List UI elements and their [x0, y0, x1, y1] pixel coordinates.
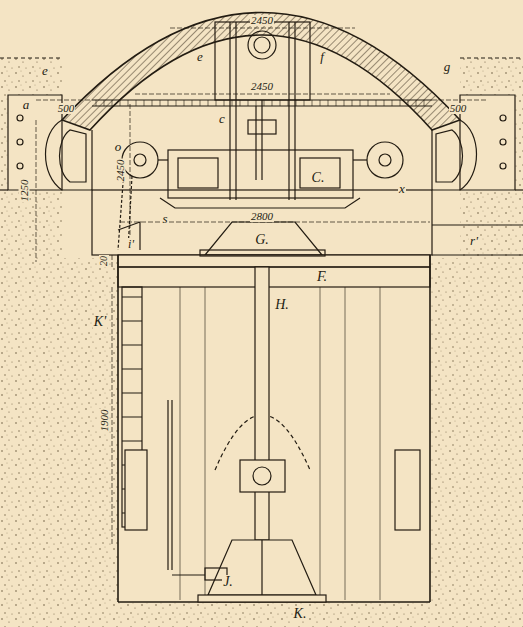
dimension: 500: [57, 103, 76, 114]
rail-tooth: [152, 100, 153, 106]
part-letter: K': [93, 315, 107, 329]
part-letter: F.: [316, 270, 328, 284]
part-letter: G.: [254, 233, 270, 247]
rail-tooth: [192, 100, 193, 106]
ladder-rung: [122, 393, 142, 394]
part-letter: e: [196, 50, 204, 63]
rail-tooth: [112, 100, 113, 106]
part-letter: J.: [222, 575, 234, 589]
rail-tooth: [312, 100, 313, 106]
dimension: 2450: [250, 81, 274, 92]
rail-tooth: [144, 100, 145, 106]
rail-tooth: [176, 100, 177, 106]
part-letter: c: [218, 112, 226, 125]
part-letter: s: [161, 212, 168, 225]
dimension: 2800: [250, 211, 274, 222]
rail-tooth: [368, 100, 369, 106]
part-letter: e: [41, 64, 49, 77]
part-letter: g: [443, 60, 452, 73]
rail-tooth: [232, 100, 233, 106]
rail-tooth: [208, 100, 209, 106]
rail-tooth: [248, 100, 249, 106]
part-letter: o: [114, 140, 123, 153]
ladder-rung: [122, 369, 142, 370]
rail-tooth: [128, 100, 129, 106]
dimension: 2450: [250, 15, 274, 26]
rail-tooth: [424, 100, 425, 106]
rail-tooth: [408, 100, 409, 106]
part-letter: x: [398, 182, 406, 195]
rail-tooth: [288, 100, 289, 106]
rail-tooth: [336, 100, 337, 106]
rail-tooth: [104, 100, 105, 106]
rail-tooth: [200, 100, 201, 106]
rail-tooth: [304, 100, 305, 106]
rail-tooth: [296, 100, 297, 106]
rail-tooth: [416, 100, 417, 106]
rail-tooth: [120, 100, 121, 106]
rail-tooth: [96, 100, 97, 106]
dimension: 1900: [99, 408, 110, 432]
part-letter: K.: [293, 607, 308, 621]
rail-tooth: [320, 100, 321, 106]
ladder-rung: [122, 417, 142, 418]
dimension: 1250: [19, 178, 30, 202]
rail-tooth: [184, 100, 185, 106]
rail-tooth: [168, 100, 169, 106]
part-letter: C.: [311, 171, 326, 185]
ladder-rung: [122, 297, 142, 298]
dimension: 500: [449, 103, 468, 114]
part-letter: f: [319, 50, 325, 63]
rail-tooth: [392, 100, 393, 106]
rail-tooth: [256, 100, 257, 106]
dimension: 20: [99, 255, 109, 267]
part-letter: a: [22, 98, 31, 111]
rail-tooth: [272, 100, 273, 106]
rail-tooth: [160, 100, 161, 106]
rail-tooth: [216, 100, 217, 106]
rail-tooth: [400, 100, 401, 106]
rail-tooth: [240, 100, 241, 106]
rail-tooth: [136, 100, 137, 106]
rail-tooth: [360, 100, 361, 106]
part-letter: i': [127, 238, 135, 250]
rail-tooth: [280, 100, 281, 106]
rail-tooth: [384, 100, 385, 106]
dimension: 2450: [115, 158, 126, 182]
rail-tooth: [224, 100, 225, 106]
rail-tooth: [376, 100, 377, 106]
rail-tooth: [328, 100, 329, 106]
part-letter: H.: [274, 298, 290, 312]
rail-tooth: [352, 100, 353, 106]
rail-tooth: [344, 100, 345, 106]
ladder-rung: [122, 345, 142, 346]
ladder-rung: [122, 441, 142, 442]
rail-tooth: [264, 100, 265, 106]
part-letter: r': [469, 234, 479, 247]
ladder-rung: [122, 321, 142, 322]
